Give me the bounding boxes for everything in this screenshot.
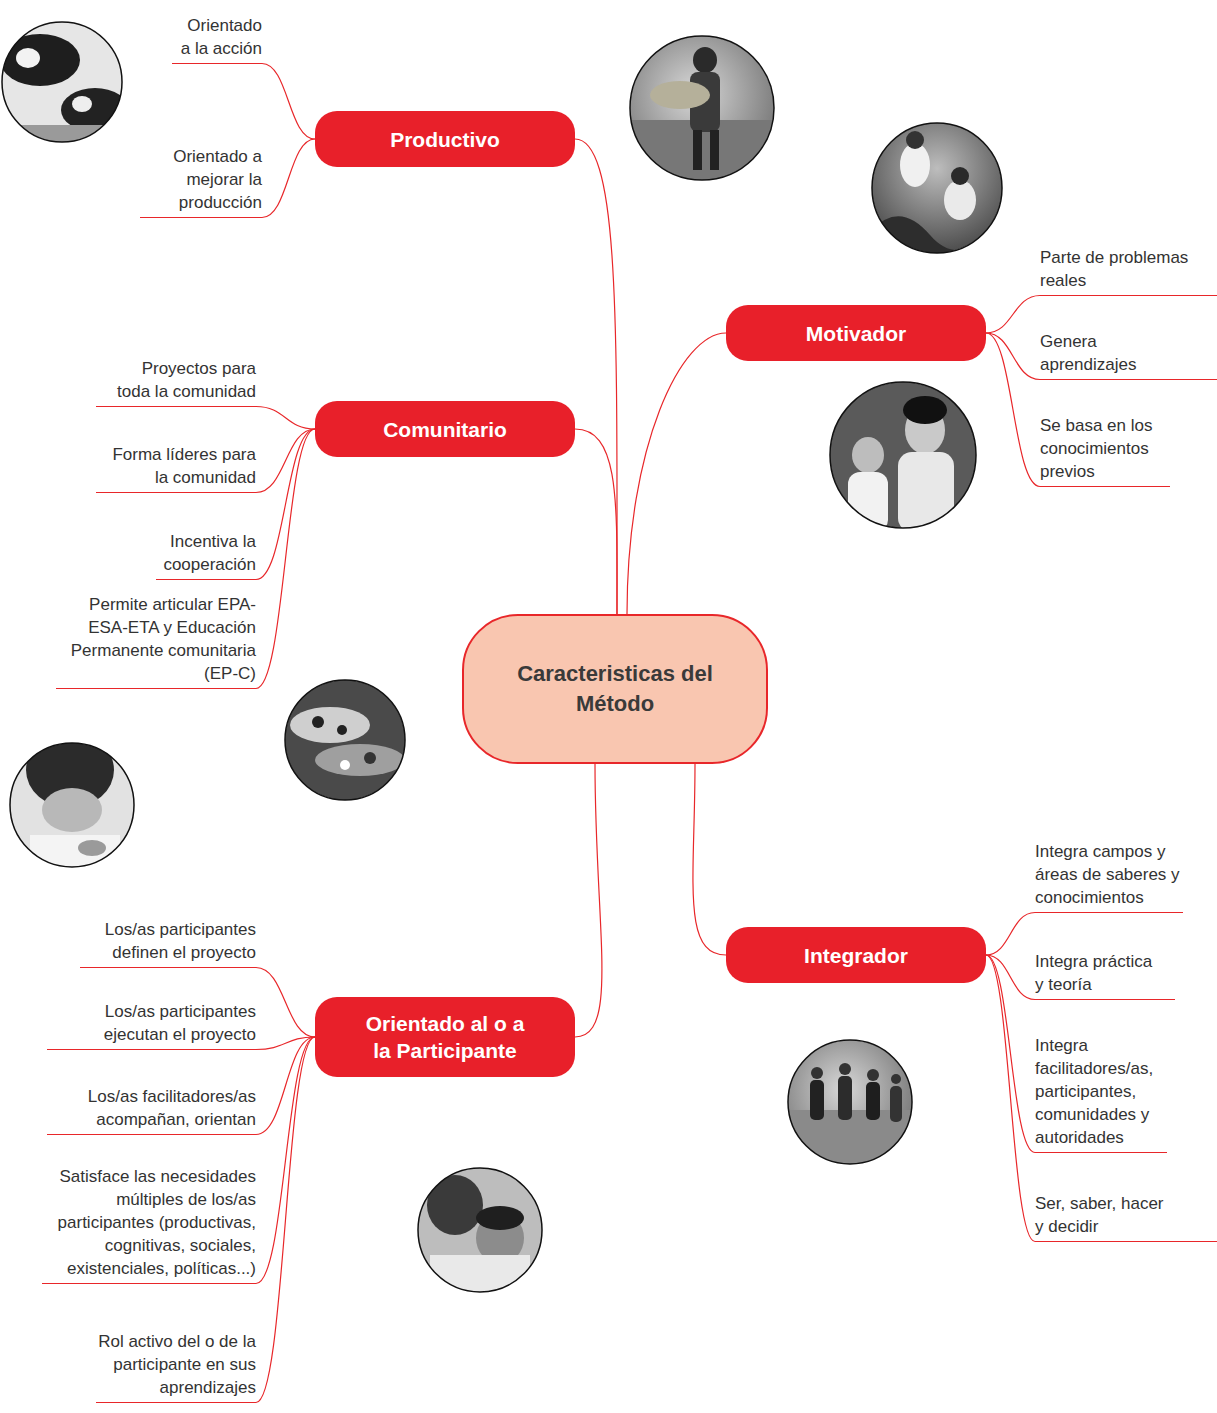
connector xyxy=(627,333,726,614)
leaf-text: Los/as participantes ejecutan el proyect… xyxy=(88,1000,256,1046)
connector xyxy=(986,333,1040,487)
leaf-text: Los/as participantes definen el proyecto xyxy=(88,918,256,964)
leaf-item: Forma líderes para la comunidad xyxy=(96,443,256,493)
connector xyxy=(693,764,726,955)
branch-box: Productivo xyxy=(315,111,575,167)
leaf-item: Ser, saber, hacer y decidir xyxy=(1035,1192,1217,1242)
node-title: Productivo xyxy=(390,126,500,153)
leaf-item: Orientado a mejorar la producción xyxy=(140,145,262,218)
leaf-item: Rol activo del o de la participante en s… xyxy=(96,1330,256,1403)
leaf-item: Los/as participantes ejecutan el proyect… xyxy=(47,1000,256,1050)
leaf-item: Orientado a la acción xyxy=(172,14,262,64)
leaf-text: Proyectos para toda la comunidad xyxy=(114,357,256,403)
child-writing-photo xyxy=(10,732,134,875)
leaf-item: Integra facilitadores/as, participantes,… xyxy=(1035,1034,1167,1153)
connector xyxy=(986,333,1040,380)
group-photo xyxy=(788,1040,912,1170)
connector xyxy=(256,968,315,1038)
food-photo xyxy=(285,680,405,800)
leaf-text: Orientado a la acción xyxy=(178,14,262,60)
leaf-item: Incentiva la cooperación xyxy=(156,530,256,580)
leaf-text: Genera aprendizajes xyxy=(1040,330,1140,376)
connector xyxy=(575,139,617,614)
connector xyxy=(575,429,617,614)
leaf-text: Forma líderes para la comunidad xyxy=(104,443,256,489)
leaf-text: Ser, saber, hacer y decidir xyxy=(1035,1192,1173,1238)
node-title: Integrador xyxy=(804,942,908,969)
leaf-item: Proyectos para toda la comunidad xyxy=(96,357,256,407)
leaf-text: Incentiva la cooperación xyxy=(156,530,256,576)
children-photo xyxy=(830,382,976,532)
farmer-photo xyxy=(630,36,780,180)
connector xyxy=(262,64,315,140)
photo-frames xyxy=(2,22,1002,1292)
leaf-item: Satisface las necesidades múltiples de l… xyxy=(42,1165,256,1284)
branch-box: Orientado al o a la Participante xyxy=(315,997,575,1077)
leaf-text: Se basa en los conocimientos previos xyxy=(1040,414,1158,483)
connector xyxy=(256,1037,315,1050)
leaf-text: Integra facilitadores/as, participantes,… xyxy=(1035,1034,1163,1149)
leaf-text: Parte de problemas reales xyxy=(1040,246,1190,292)
kids-photo xyxy=(418,1168,542,1295)
leaf-item: Integra campos y áreas de saberes y cono… xyxy=(1035,840,1183,913)
leaf-item: Los/as participantes definen el proyecto xyxy=(80,918,256,968)
connector xyxy=(986,955,1035,1242)
leaf-item: Los/as facilitadores/as acompañan, orien… xyxy=(47,1085,256,1135)
node-title: Comunitario xyxy=(383,416,507,443)
leaf-text: Integra práctica y teoría xyxy=(1035,950,1163,996)
connector xyxy=(256,429,315,689)
node-title: Motivador xyxy=(806,320,906,347)
leaf-text: Integra campos y áreas de saberes y cono… xyxy=(1035,840,1183,909)
leaf-text: Orientado a mejorar la producción xyxy=(158,145,262,214)
branch-box: Comunitario xyxy=(315,401,575,457)
node-title: Orientado al o a la Participante xyxy=(361,1010,529,1064)
cows-photo xyxy=(0,22,130,145)
connector xyxy=(986,913,1035,956)
leaf-text: Permite articular EPA-ESA-ETA y Educació… xyxy=(56,593,256,685)
connector xyxy=(575,764,602,1037)
leaf-item: Se basa en los conocimientos previos xyxy=(1040,414,1170,487)
leaf-item: Permite articular EPA-ESA-ETA y Educació… xyxy=(56,593,256,689)
leaf-item: Genera aprendizajes xyxy=(1040,330,1217,380)
central-topic: Caracteristicas del Método xyxy=(462,614,768,764)
connector xyxy=(262,139,315,218)
leaf-text: Rol activo del o de la participante en s… xyxy=(96,1330,256,1399)
connector xyxy=(986,296,1040,334)
branch-box: Motivador xyxy=(726,305,986,361)
branch-box: Integrador xyxy=(726,927,986,983)
connector xyxy=(256,1037,315,1284)
leaf-text: Los/as facilitadores/as acompañan, orien… xyxy=(74,1085,256,1131)
connector xyxy=(256,407,315,430)
leaf-text: Satisface las necesidades múltiples de l… xyxy=(44,1165,256,1280)
leaf-item: Integra práctica y teoría xyxy=(1035,950,1175,1000)
field-work-photo xyxy=(872,123,1002,255)
leaf-item: Parte de problemas reales xyxy=(1040,246,1217,296)
connector xyxy=(256,1037,315,1403)
node-title: Caracteristicas del Método xyxy=(515,659,715,719)
connector xyxy=(986,955,1035,1153)
